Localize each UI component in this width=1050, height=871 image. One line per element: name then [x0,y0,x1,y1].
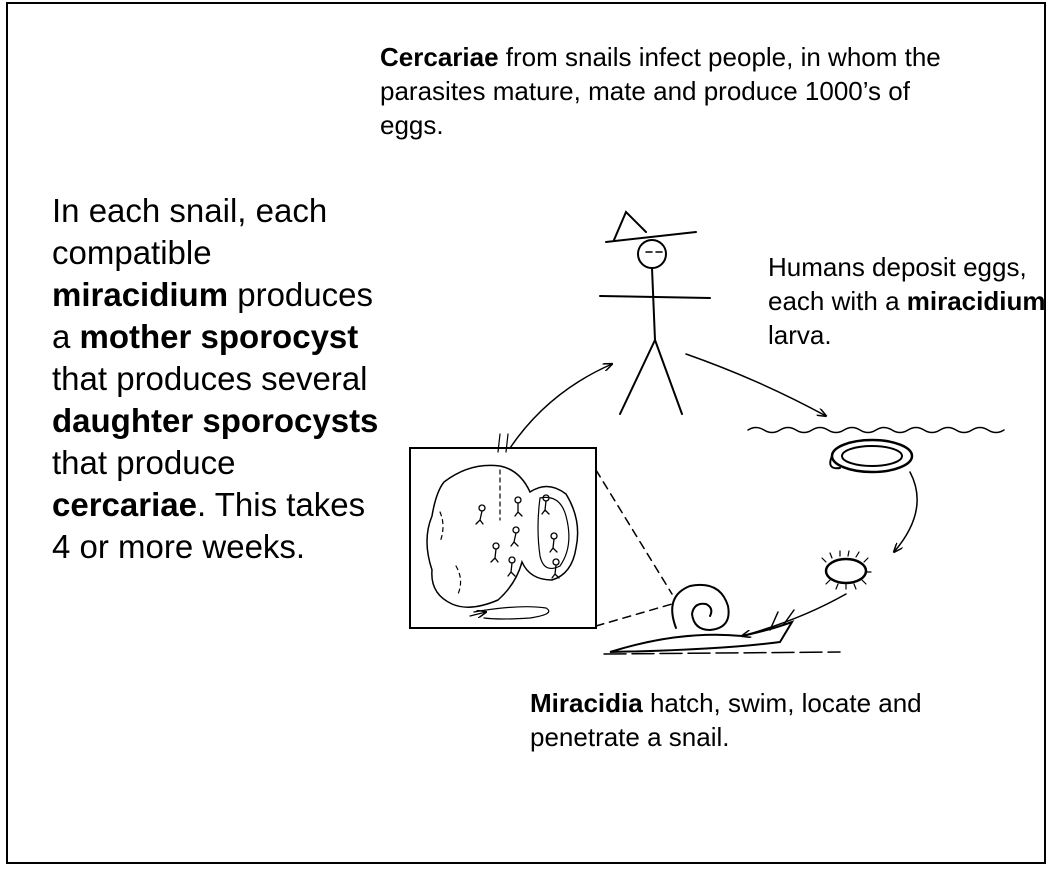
arrow-sporocyst-to-human [510,364,612,448]
arrow-miracidium-to-snail [742,594,846,636]
arrow-human-to-water [686,354,826,416]
cercariae-icon [476,495,559,578]
arrow-cercariae-exit [498,434,508,452]
mother-sporocyst-outline [427,465,578,607]
miracidium-icon [822,551,871,589]
human-figure-icon [600,212,710,414]
arrow-egg-to-miracidium [894,472,917,552]
sporocyst-magnification [410,448,672,628]
water-surface [748,428,1004,433]
egg-icon [830,440,912,472]
snail-icon [604,585,840,654]
